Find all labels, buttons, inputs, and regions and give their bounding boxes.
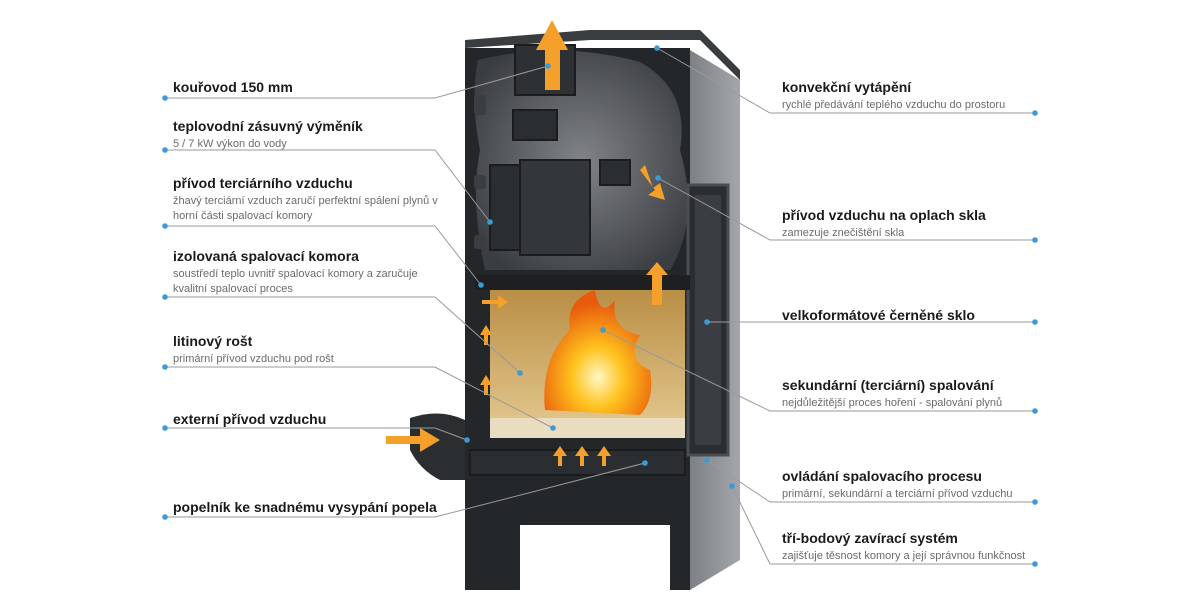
label-title: teplovodní zásuvný výměník xyxy=(173,118,363,134)
exchanger-block xyxy=(599,159,631,186)
air-arrows xyxy=(386,20,668,466)
water-connector xyxy=(474,235,486,249)
label-title: litinový rošt xyxy=(173,333,253,349)
leader-lines-left xyxy=(165,65,646,518)
label-title: tří-bodový zavírací systém xyxy=(782,530,958,546)
water-connector xyxy=(474,175,486,189)
label-glass: velkoformátové černěné sklo xyxy=(782,307,1042,324)
label-title: velkoformátové černěné sklo xyxy=(782,307,975,323)
label-glass-airwash: přívod vzduchu na oplach skla zamezuje z… xyxy=(782,207,1042,241)
leader-dots xyxy=(162,45,1038,567)
label-cast-iron-grate: litinový rošt primární přívod vzduchu po… xyxy=(173,333,443,367)
exchanger-block xyxy=(519,159,591,256)
grate xyxy=(490,418,685,438)
label-description: žhavý terciární vzduch zaručí perfektní … xyxy=(173,195,438,222)
baffle xyxy=(475,275,690,290)
label-description: zajišťuje těsnost komory a její správnou… xyxy=(782,550,1026,562)
label-description: primární přívod vzduchu pod rošt xyxy=(173,353,334,365)
label-title: sekundární (terciární) spalování xyxy=(782,377,994,393)
top-lid xyxy=(465,30,740,80)
label-description: rychlé předávání teplého vzduchu do pros… xyxy=(782,99,1006,111)
label-title: konvekční vytápění xyxy=(782,79,912,95)
label-title: izolovaná spalovací komora xyxy=(173,248,359,264)
label-flue: kouřovod 150 mm xyxy=(173,79,443,96)
label-locking-system: tří-bodový zavírací systém zajišťuje těs… xyxy=(782,530,1042,564)
label-combustion-control: ovládání spalovacího procesu primární, s… xyxy=(782,468,1042,502)
label-title: externí přívod vzduchu xyxy=(173,411,327,427)
label-title: ovládání spalovacího procesu xyxy=(782,468,982,484)
label-insulated-chamber: izolovaná spalovací komora soustředí tep… xyxy=(173,248,443,297)
label-title: přívod terciárního vzduchu xyxy=(173,175,353,191)
leader-lines-right xyxy=(602,47,1035,565)
label-description: 5 / 7 kW výkon do vody xyxy=(173,138,287,150)
label-title: kouřovod 150 mm xyxy=(173,79,293,95)
label-title: popelník ke snadnému vysypání popela xyxy=(173,499,437,515)
label-tertiary-air: přívod terciárního vzduchu žhavý terciár… xyxy=(173,175,443,224)
label-description: soustředí teplo uvnitř spalovací komory … xyxy=(173,268,418,295)
fire-flame xyxy=(544,290,652,415)
water-connector xyxy=(474,95,486,115)
label-convection: konvekční vytápění rychlé předávání tepl… xyxy=(782,79,1042,113)
label-secondary-combustion: sekundární (terciární) spalování nejdůle… xyxy=(782,377,1042,411)
label-description: zamezuje znečištění skla xyxy=(782,227,905,239)
label-ash-pan: popelník ke snadnému vysypání popela xyxy=(173,499,443,516)
label-description: nejdůležitější proces hoření - spalování… xyxy=(782,397,1003,409)
label-heat-exchanger: teplovodní zásuvný výměník 5 / 7 kW výko… xyxy=(173,118,443,152)
label-title: přívod vzduchu na oplach skla xyxy=(782,207,986,223)
exchanger-block xyxy=(512,109,558,141)
base-cutout xyxy=(520,525,670,590)
label-description: primární, sekundární a terciární přívod … xyxy=(782,488,1013,500)
label-external-air: externí přívod vzduchu xyxy=(173,411,443,428)
external-air-intake xyxy=(410,413,465,480)
